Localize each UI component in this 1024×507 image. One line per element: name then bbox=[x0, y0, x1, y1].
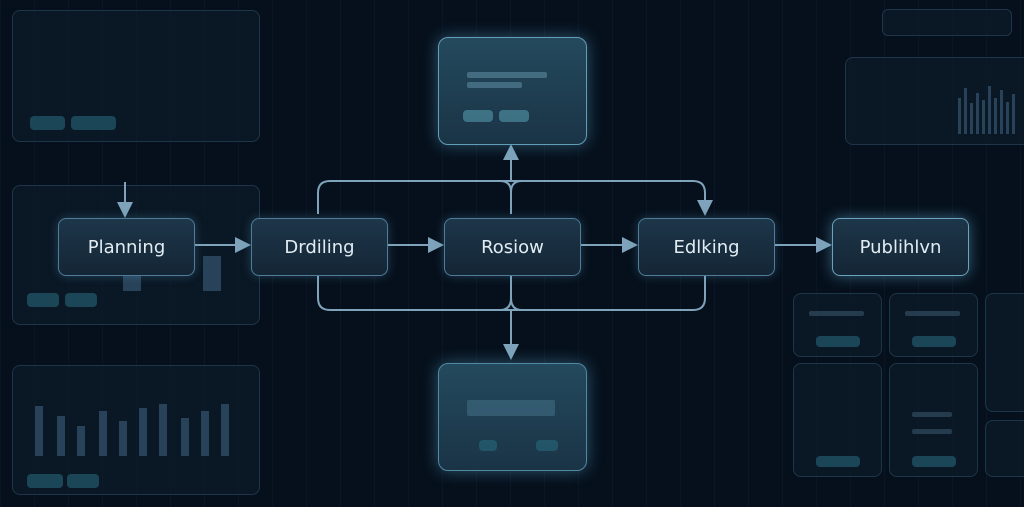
bottom-screen-panel bbox=[438, 363, 587, 471]
node-label: Rosiow bbox=[481, 236, 544, 258]
background-card bbox=[889, 293, 978, 357]
background-card bbox=[985, 420, 1024, 477]
background-toolbar-panel bbox=[882, 9, 1012, 36]
node-publishing[interactable]: Publihlvn bbox=[832, 218, 969, 276]
top-screen-panel bbox=[438, 37, 587, 145]
node-label: Edlking bbox=[673, 236, 740, 258]
node-label: Planning bbox=[87, 236, 166, 258]
node-drafting[interactable]: Drdiling bbox=[251, 218, 388, 276]
node-label: Publihlvn bbox=[859, 236, 942, 258]
background-chart-panel-right bbox=[845, 57, 1024, 145]
node-editing[interactable]: Edlking bbox=[638, 218, 775, 276]
node-review[interactable]: Rosiow bbox=[444, 218, 581, 276]
background-card bbox=[793, 363, 882, 477]
node-label: Drdiling bbox=[284, 236, 355, 258]
background-card bbox=[985, 293, 1024, 412]
background-chart-panel bbox=[12, 365, 260, 495]
background-panel-top-left bbox=[12, 10, 260, 142]
node-planning[interactable]: Planning bbox=[58, 218, 195, 276]
background-card bbox=[889, 363, 978, 477]
background-card bbox=[793, 293, 882, 357]
